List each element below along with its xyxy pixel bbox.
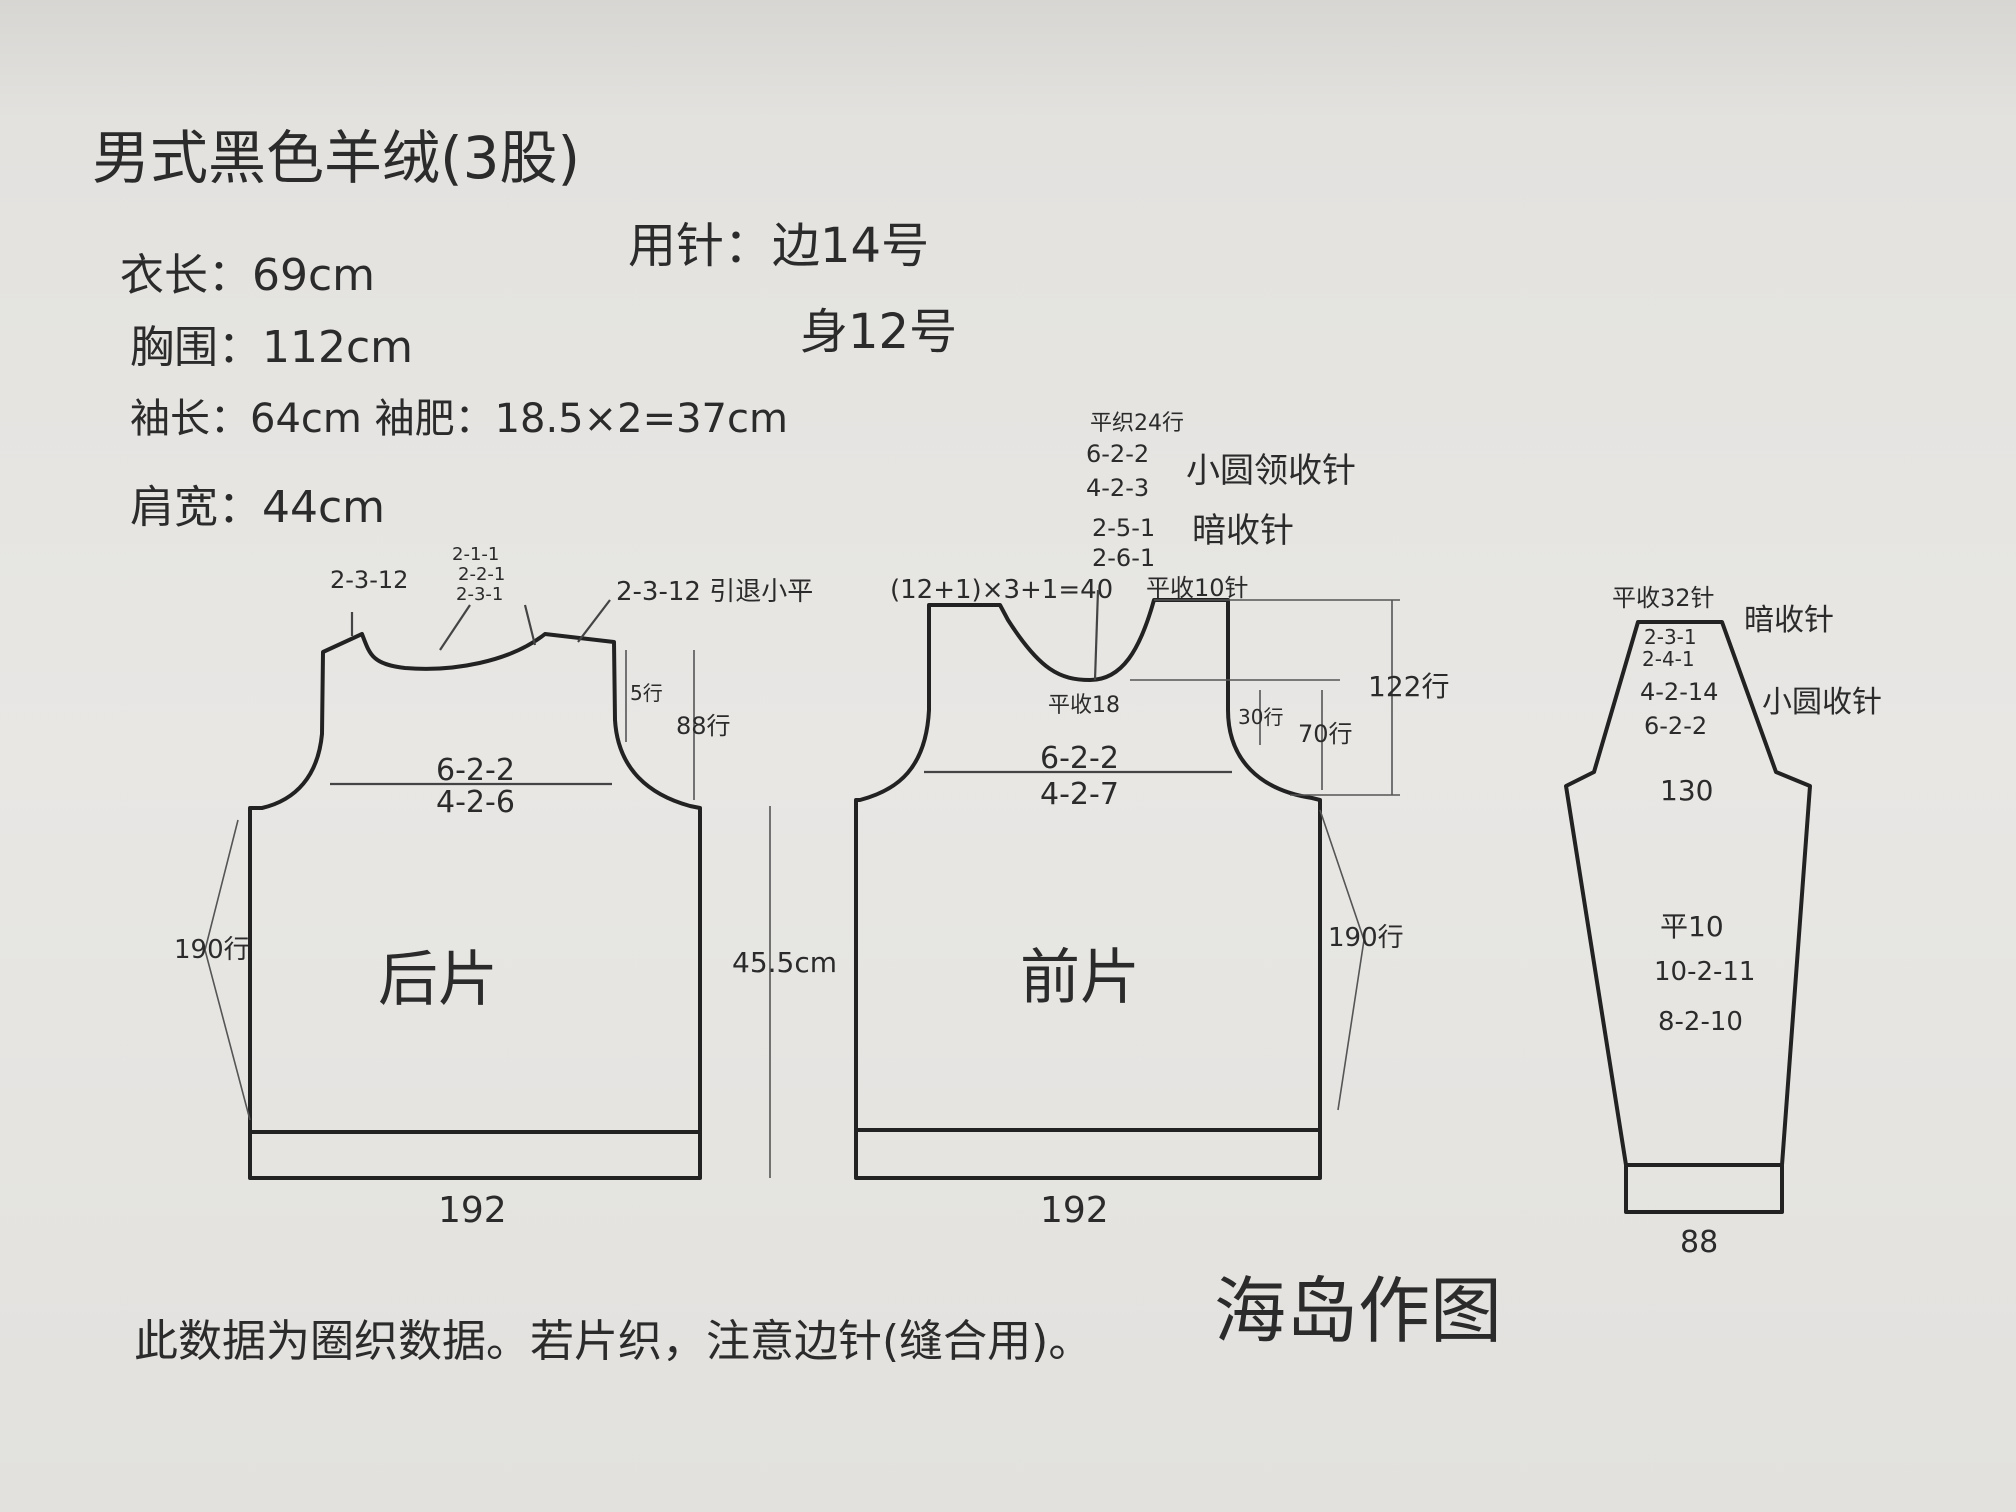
front-neck-top: 平织24行 (1090, 411, 1184, 436)
front-total-rows: 122行 (1368, 670, 1449, 703)
front-side-rows: 190行 (1328, 923, 1404, 953)
front-neck-dark-2: 2-6-1 (1092, 544, 1155, 572)
sleeve-small-note: 小圆收针 (1762, 685, 1882, 720)
front-neck-small-1: 6-2-2 (1086, 440, 1149, 468)
front-armhole-dec-1: 6-2-2 (1040, 741, 1119, 776)
pattern-title: 男式黑色羊绒(3股) (92, 124, 580, 192)
back-neck-arrow-left (439, 604, 471, 651)
front-neck-top-rows: 平收10针 (1146, 574, 1249, 602)
back-shoulder-left: 2-3-12 (330, 566, 408, 594)
back-neck-rows: 5行 (630, 681, 663, 705)
front-neck-small-2: 4-2-3 (1086, 474, 1149, 502)
sleeve-outline (1564, 620, 1812, 1214)
back-shoulder-right: 2-3-12 引退小平 (616, 577, 813, 607)
front-shoulder-calc: (12+1)×3+1=40 (890, 575, 1113, 605)
sleeve-inc-2: 8-2-10 (1658, 1007, 1743, 1037)
back-neck-dec-1: 2-1-1 (452, 544, 499, 565)
front-neck-arrow (1093, 589, 1100, 681)
signature: 海岛作图 (1214, 1269, 1502, 1353)
sleeve-dark-1: 2-3-1 (1644, 625, 1697, 649)
back-width: 192 (438, 1190, 507, 1231)
body-height: 45.5cm (732, 946, 837, 979)
front-armhole-rows: 70行 (1298, 720, 1353, 748)
back-neck-dec-3: 2-3-1 (456, 584, 503, 605)
sleeve-top: 平收32针 (1612, 584, 1715, 612)
sleeve-cuff-width: 88 (1680, 1225, 1718, 1260)
front-piece-label: 前片 (1020, 943, 1140, 1013)
spec-sleeve: 袖长：64cm 袖肥：18.5×2=37cm (130, 396, 788, 442)
sleeve-piece: 平收32针 2-3-1 2-4-1 暗收针 4-2-14 6-2-2 小圆收针 … (1564, 584, 1882, 1260)
front-piece: 190行 6-2-2 4-2-7 前片 192 (12+1)×3+1=40 平织… (854, 411, 1449, 1231)
sleeve-small-2: 6-2-2 (1644, 712, 1707, 740)
front-side-dim (1319, 809, 1365, 1111)
back-piece-outline (248, 632, 702, 1180)
back-shoulder-right-arrow (577, 599, 611, 643)
sleeve-dark-2: 2-4-1 (1642, 647, 1695, 671)
front-neck-dark-note: 暗收针 (1192, 511, 1294, 551)
spec-chest: 胸围：112cm (130, 322, 413, 373)
front-neck-bottom: 平收18 (1048, 693, 1120, 718)
back-neck-dec-2: 2-2-1 (458, 564, 505, 585)
front-armhole-dec-2: 4-2-7 (1040, 777, 1119, 812)
needle-edge: 用针：边14号 (628, 218, 929, 274)
back-piece: 190行 6-2-2 4-2-6 后片 192 2-3-12 2-1-1 2-2… (174, 544, 837, 1231)
front-neck-rows: 30行 (1238, 705, 1283, 729)
sleeve-dark-note: 暗收针 (1744, 603, 1834, 638)
spec-length: 衣长：69cm (120, 250, 375, 301)
spec-shoulder: 肩宽：44cm (130, 482, 385, 533)
back-side-dim (204, 819, 251, 1121)
back-piece-label: 后片 (378, 945, 498, 1015)
front-width: 192 (1040, 1190, 1109, 1231)
back-side-rows: 190行 (174, 935, 250, 965)
sleeve-small-1: 4-2-14 (1640, 678, 1718, 706)
sleeve-upper-width: 130 (1660, 774, 1713, 807)
front-piece-outline (854, 598, 1322, 1180)
back-armhole-rows: 88行 (676, 712, 731, 740)
back-armhole-dec-1: 6-2-2 (436, 753, 515, 788)
back-armhole-dec-2: 4-2-6 (436, 785, 515, 820)
sleeve-body-label: 平10 (1660, 910, 1724, 943)
back-neck-arrow-right (523, 604, 537, 646)
sleeve-inc-1: 10-2-11 (1654, 957, 1755, 987)
front-neck-small-note: 小圆领收针 (1186, 451, 1356, 491)
needle-body: 身12号 (800, 304, 957, 360)
footer-note: 此数据为圈织数据。若片织，注意边针(缝合用)。 (134, 1316, 1092, 1367)
front-neck-dark-1: 2-5-1 (1092, 514, 1155, 542)
